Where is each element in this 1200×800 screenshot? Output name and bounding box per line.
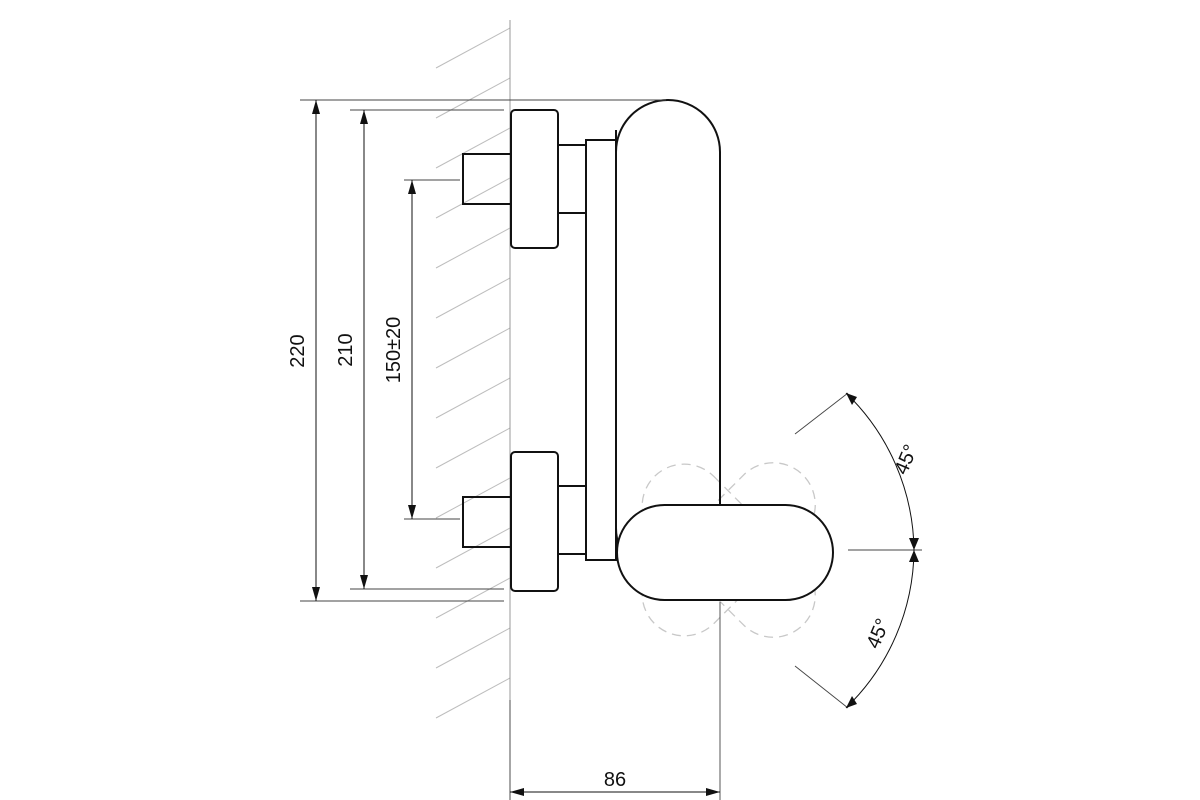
angle-lower-label: 45° <box>862 615 894 651</box>
dimension-220-label: 220 <box>287 334 309 367</box>
dimension-86-label: 86 <box>604 769 626 791</box>
dimension-210: 210 <box>335 110 368 589</box>
dimension-150: 150±20 <box>383 180 416 519</box>
angle-dimension-upper: 45° <box>845 392 923 551</box>
angle-upper-label: 45° <box>890 441 922 477</box>
angle-dimension-lower: 45° <box>845 549 919 709</box>
upper-inlet-connector <box>462 109 587 249</box>
dimension-86: 86 <box>510 769 720 796</box>
dimension-150-label: 150±20 <box>383 317 405 384</box>
dimension-220: 220 <box>287 100 320 601</box>
lever-handle <box>616 504 834 601</box>
wall-hatching <box>435 27 511 719</box>
dimension-210-label: 210 <box>335 333 357 366</box>
extension-lines <box>300 99 922 800</box>
lower-inlet-connector <box>462 451 587 592</box>
